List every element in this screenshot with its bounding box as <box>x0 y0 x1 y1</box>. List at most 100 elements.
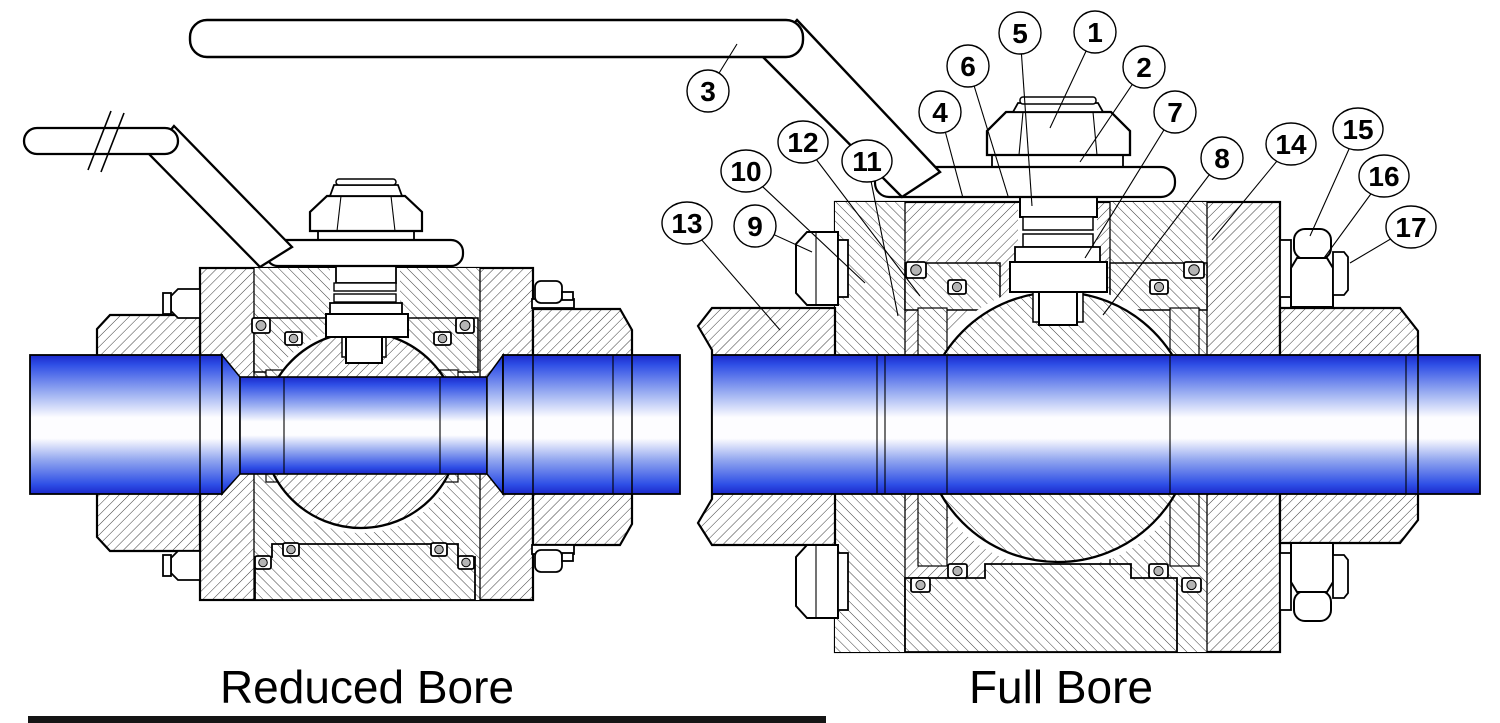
callout-balloon <box>1385 205 1437 249</box>
callout-6: 6 <box>946 44 1009 197</box>
callout-12: 12 <box>777 120 921 297</box>
callout-number: 10 <box>730 156 761 187</box>
callout-balloon <box>686 69 730 113</box>
stud-nut-dome <box>1293 228 1332 260</box>
callout-number: 16 <box>1368 161 1399 192</box>
callout-number: 7 <box>1167 97 1183 128</box>
callout-number: 14 <box>1275 129 1307 160</box>
leader-line <box>802 141 921 297</box>
nut-cap <box>1011 102 1105 113</box>
o-ring <box>284 331 303 346</box>
label-reduced-bore: Reduced Bore <box>220 661 514 713</box>
stud-nut <box>1290 257 1334 308</box>
bottom-seat-plate <box>904 563 1178 653</box>
callout-1: 1 <box>1049 10 1117 129</box>
bottom-crop-bar <box>28 716 826 723</box>
nut-cap <box>328 184 404 197</box>
stem-neck <box>345 336 383 364</box>
callout-4: 4 <box>918 90 964 199</box>
callout-balloon <box>720 149 772 193</box>
callout-balloon <box>1265 122 1317 166</box>
stem-packing <box>1022 216 1094 231</box>
o-ring <box>910 577 931 593</box>
callout-16: 16 <box>1323 154 1410 259</box>
callout-balloon <box>1073 10 1117 54</box>
callout-11: 11 <box>841 139 899 317</box>
bolt-head <box>170 550 201 581</box>
callout-number: 5 <box>1012 18 1028 49</box>
stem-neck <box>1038 291 1078 326</box>
full-valve-handle <box>188 18 942 199</box>
callout-number: 8 <box>1214 143 1230 174</box>
callout-balloon <box>946 44 990 88</box>
callout-2: 2 <box>1079 45 1166 163</box>
o-ring-seals <box>251 261 1205 593</box>
o-ring <box>455 317 475 334</box>
pipe-bore <box>29 352 1481 497</box>
callout-balloon <box>1122 45 1166 89</box>
o-ring <box>457 555 475 570</box>
o-ring <box>905 261 927 279</box>
bolt-head <box>534 280 563 304</box>
callout-number: 4 <box>932 97 948 128</box>
callout-15: 15 <box>1309 107 1384 237</box>
callout-5: 5 <box>998 11 1042 207</box>
stem-flange <box>1009 261 1108 293</box>
break-mark <box>100 112 125 173</box>
callout-9: 9 <box>733 204 813 253</box>
stud-nut <box>1290 542 1334 593</box>
callout-balloon <box>1153 90 1197 134</box>
washer <box>991 154 1124 168</box>
o-ring <box>1149 279 1169 295</box>
stem-packing <box>1022 233 1094 248</box>
o-ring <box>947 563 968 579</box>
stem-nut <box>308 194 424 233</box>
o-ring <box>947 279 967 295</box>
handle-grip <box>188 18 805 59</box>
callout-number: 9 <box>747 211 763 242</box>
callout-balloon <box>661 201 713 245</box>
leader-line <box>745 170 866 284</box>
leader-line <box>1084 111 1176 259</box>
o-ring <box>433 331 452 346</box>
bolt-head <box>795 544 839 619</box>
o-ring <box>282 542 300 557</box>
stem-nut <box>985 110 1132 157</box>
bolt-head <box>170 288 201 319</box>
pipe-joint-lines <box>199 355 1419 494</box>
bolt-head <box>795 231 839 306</box>
bolt-head <box>534 549 563 573</box>
callout-balloon <box>998 11 1042 55</box>
callout-balloon <box>841 139 893 183</box>
stem-packing <box>333 282 397 292</box>
stem-packing <box>333 293 397 303</box>
leader-line <box>1019 32 1033 207</box>
reduced-bore-section <box>239 376 488 475</box>
stud-end <box>1332 554 1349 599</box>
callout-number: 13 <box>671 208 702 239</box>
callout-balloon <box>1200 136 1244 180</box>
callout-17: 17 <box>1349 205 1437 264</box>
callout-balloon <box>918 90 962 134</box>
reduced-valve-handle <box>22 110 294 269</box>
break-mark <box>87 110 112 171</box>
callout-balloon <box>1332 107 1384 151</box>
bore-taper <box>486 352 504 497</box>
bore-taper <box>221 352 241 496</box>
callout-number: 1 <box>1087 17 1103 48</box>
o-ring <box>1183 261 1205 279</box>
callout-balloon <box>733 204 777 248</box>
stud-nut-dome <box>1293 590 1332 622</box>
callout-number: 2 <box>1136 52 1152 83</box>
handle-grip <box>22 126 180 156</box>
callout-number: 6 <box>960 51 976 82</box>
leader-line <box>1102 157 1223 316</box>
handle-mount-plate <box>264 238 465 268</box>
callout-number: 15 <box>1342 114 1373 145</box>
o-ring <box>1181 577 1202 593</box>
body-bolts <box>162 280 575 581</box>
body-bolts <box>795 228 1349 622</box>
